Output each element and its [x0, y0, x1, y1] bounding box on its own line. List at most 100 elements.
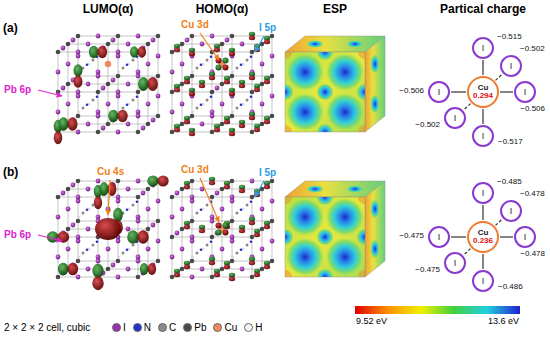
atom-pb [146, 42, 151, 47]
iodine-atom-circle: I [500, 200, 522, 222]
atom-c [196, 212, 199, 215]
scale-value: 13.6 eV [487, 317, 520, 327]
atom-pb [190, 219, 195, 224]
atom-n [250, 201, 253, 204]
legend-swatch [183, 323, 192, 332]
cell-note: 2 × 2 × 2 cell, cubic [3, 322, 91, 333]
atom-c [122, 252, 125, 255]
orbital-lobe [239, 80, 245, 84]
atom-h [202, 63, 204, 65]
atoms [56, 34, 161, 135]
atom-c [92, 99, 95, 102]
atom-h [242, 208, 244, 210]
atom-i [136, 255, 141, 260]
orbital-lobe [147, 175, 158, 186]
atom-i [190, 275, 195, 280]
orbital-lobe [67, 117, 77, 131]
atom-pb [180, 267, 185, 272]
column-header: ESP [322, 3, 348, 16]
orbital-lobe [98, 46, 108, 58]
atom-i [86, 122, 91, 127]
atom-pb [106, 122, 111, 127]
atom-i [71, 183, 76, 188]
atom-pb [136, 90, 141, 95]
orbital-lobe [224, 265, 230, 269]
atom-c [206, 99, 209, 102]
legend-swatch [244, 323, 253, 332]
orbital-lobe [209, 177, 215, 181]
esp-side-face [365, 181, 385, 277]
charge-value: −0.502 [519, 45, 546, 54]
orbital-lobe [229, 277, 235, 281]
orbital-lobe [184, 76, 190, 80]
atom-pb [270, 74, 275, 79]
atom-c [206, 244, 209, 247]
atom-pb [116, 34, 121, 39]
atoms [56, 179, 161, 280]
orbital-lobe [209, 72, 215, 76]
atoms [170, 34, 275, 135]
orbital-lobe [209, 76, 215, 80]
atom-pb [106, 267, 111, 272]
atom-h [78, 216, 80, 218]
atom-h [128, 208, 130, 210]
atom-pb [230, 34, 235, 39]
atom-c [236, 212, 239, 215]
atom-i [56, 70, 61, 75]
orbital-lobe [224, 181, 230, 185]
atom-pb [230, 179, 235, 184]
orbital-lobe [74, 64, 83, 76]
atom-i [56, 215, 61, 220]
esp-blob [370, 54, 380, 74]
atom-c [196, 252, 199, 255]
atom-pb [210, 275, 215, 280]
atom-pb [170, 90, 175, 95]
legend-item: I [112, 322, 126, 333]
esp-blob [346, 40, 364, 48]
legend-text: I [123, 322, 126, 333]
atom-n [200, 209, 203, 212]
atom-n [210, 56, 213, 59]
atom-h [232, 216, 234, 218]
orbital-lobe [140, 263, 149, 275]
atom-h [242, 248, 244, 250]
cu-3d-lobe [216, 223, 222, 229]
figure-shape [58, 116, 78, 132]
legend-text: H [255, 322, 262, 333]
iodine-atom-circle: I [444, 107, 466, 129]
atom-pb [190, 34, 195, 39]
atom-i [101, 86, 106, 91]
atom-pb [56, 50, 61, 55]
orbital-label: Pb 6p [3, 229, 32, 240]
column-header: HOMO(α) [195, 3, 250, 16]
legend-swatch [213, 323, 222, 332]
charge-value: 0.236 [473, 237, 493, 245]
atom-i [200, 42, 205, 47]
atom-i [136, 179, 141, 184]
atom-i [180, 207, 185, 212]
orbital-lobe [264, 225, 270, 229]
atom-n [240, 209, 243, 212]
atom-pb [180, 82, 185, 87]
atom-c [206, 59, 209, 62]
atom-i [96, 34, 101, 39]
leader-arrow [38, 90, 62, 96]
figure-shape [356, 228, 365, 246]
atom-n [136, 201, 139, 204]
orbital-lobe [174, 269, 180, 273]
atom-pb [116, 179, 121, 184]
atom-i [136, 110, 141, 115]
atom-pb [190, 179, 195, 184]
figure-shape [316, 52, 334, 61]
esp-blob [370, 239, 380, 259]
orbital-lobe [92, 264, 103, 278]
atom-pb [116, 74, 121, 79]
atom-symbol: I [438, 88, 441, 97]
atom-i [260, 207, 265, 212]
legend-text: Cu [224, 322, 237, 333]
atom-n [126, 104, 129, 107]
orbital-lobe [239, 225, 245, 229]
atom-pb [170, 130, 175, 135]
orbital-lobe [47, 231, 59, 243]
atom-c [132, 99, 135, 102]
